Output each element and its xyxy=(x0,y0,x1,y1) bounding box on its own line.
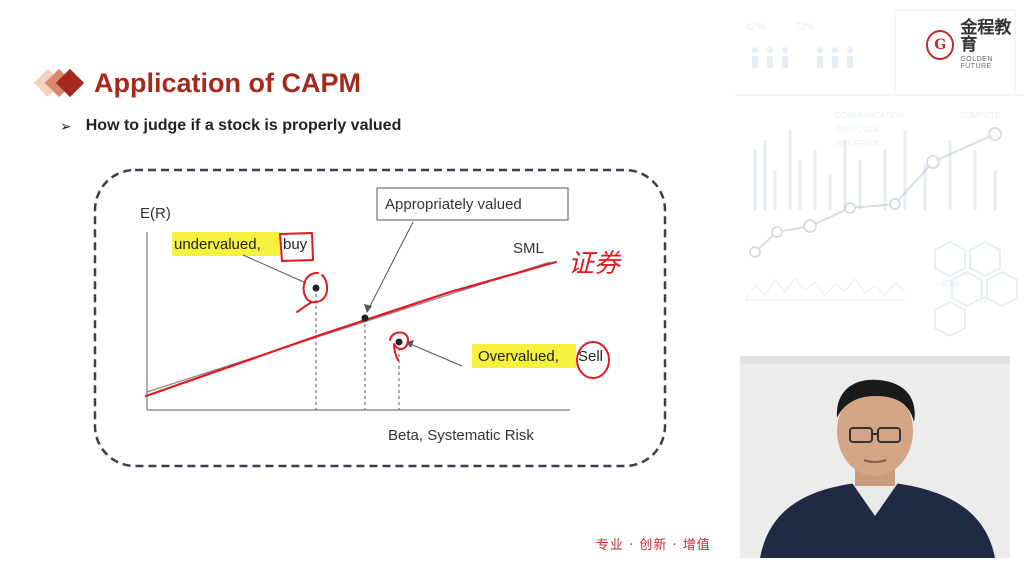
pen-circle-sell xyxy=(576,341,610,379)
pointer-appropriate xyxy=(366,221,414,313)
label-sell: Sell xyxy=(578,348,603,365)
logo-mark-icon: G xyxy=(926,30,955,60)
x-axis-label: Beta, Systematic Risk xyxy=(388,427,534,444)
bg-hex-percent-1: 40% xyxy=(940,279,960,290)
logo-name-cn: 金程教育 xyxy=(960,18,1012,55)
presenter-figure xyxy=(740,356,1010,558)
bg-hex-percent-2: 7% xyxy=(973,295,988,306)
point-undervalued xyxy=(312,284,320,292)
sml-pen-trace xyxy=(144,260,558,398)
bg-label-4: COMPUTE xyxy=(960,111,1000,120)
pen-box-buy xyxy=(279,232,314,262)
point-overvalued xyxy=(395,338,403,346)
bg-percent-1: 42% xyxy=(745,22,765,33)
label-overvalued: Overvalued, xyxy=(478,348,559,365)
point-appropriate xyxy=(361,314,369,322)
bg-label-2: PROTOCOL xyxy=(835,125,880,134)
highlight-overvalued xyxy=(472,344,576,368)
pointer-appropriate-arrowhead xyxy=(364,304,372,313)
slide-header: Application of CAPM xyxy=(33,66,361,100)
presenter-video[interactable] xyxy=(740,356,1010,558)
label-undervalued: undervalued, xyxy=(174,236,261,253)
bg-label-3: INTERFACE xyxy=(835,139,880,148)
pen-circle-overvalued xyxy=(389,331,410,361)
highlight-undervalued xyxy=(172,232,280,256)
slide-title: Application of CAPM xyxy=(94,67,361,98)
y-axis-label: E(R) xyxy=(140,205,171,222)
background-infographic: 42% 72% COMMUNICATION PROTOCOL INTERFACE… xyxy=(735,9,1024,338)
brand-logo: G 金程教育 GOLDEN FUTURE xyxy=(926,20,1024,70)
footer-slogan: 专业 · 创新 · 增值 xyxy=(596,538,711,553)
callout-box-appropriate xyxy=(376,187,569,221)
bullet-point: ➢ How to judge if a stock is properly va… xyxy=(60,117,401,135)
logo-name-en: GOLDEN FUTURE xyxy=(960,56,993,70)
pointer-overvalued xyxy=(407,342,463,367)
bullet-arrow-icon: ➢ xyxy=(60,117,72,134)
label-buy: buy xyxy=(283,236,308,253)
pen-circle-undervalued xyxy=(296,271,329,313)
sml-label: SML xyxy=(513,240,544,257)
bg-percent-2: 72% xyxy=(795,22,815,33)
pointer-undervalued xyxy=(242,254,307,284)
bullet-text: How to judge if a stock is properly valu… xyxy=(85,117,402,134)
bg-label-1: COMMUNICATION xyxy=(835,111,904,120)
handwritten-note: 证券 xyxy=(568,249,622,279)
label-appropriate: Appropriately valued xyxy=(385,196,522,213)
